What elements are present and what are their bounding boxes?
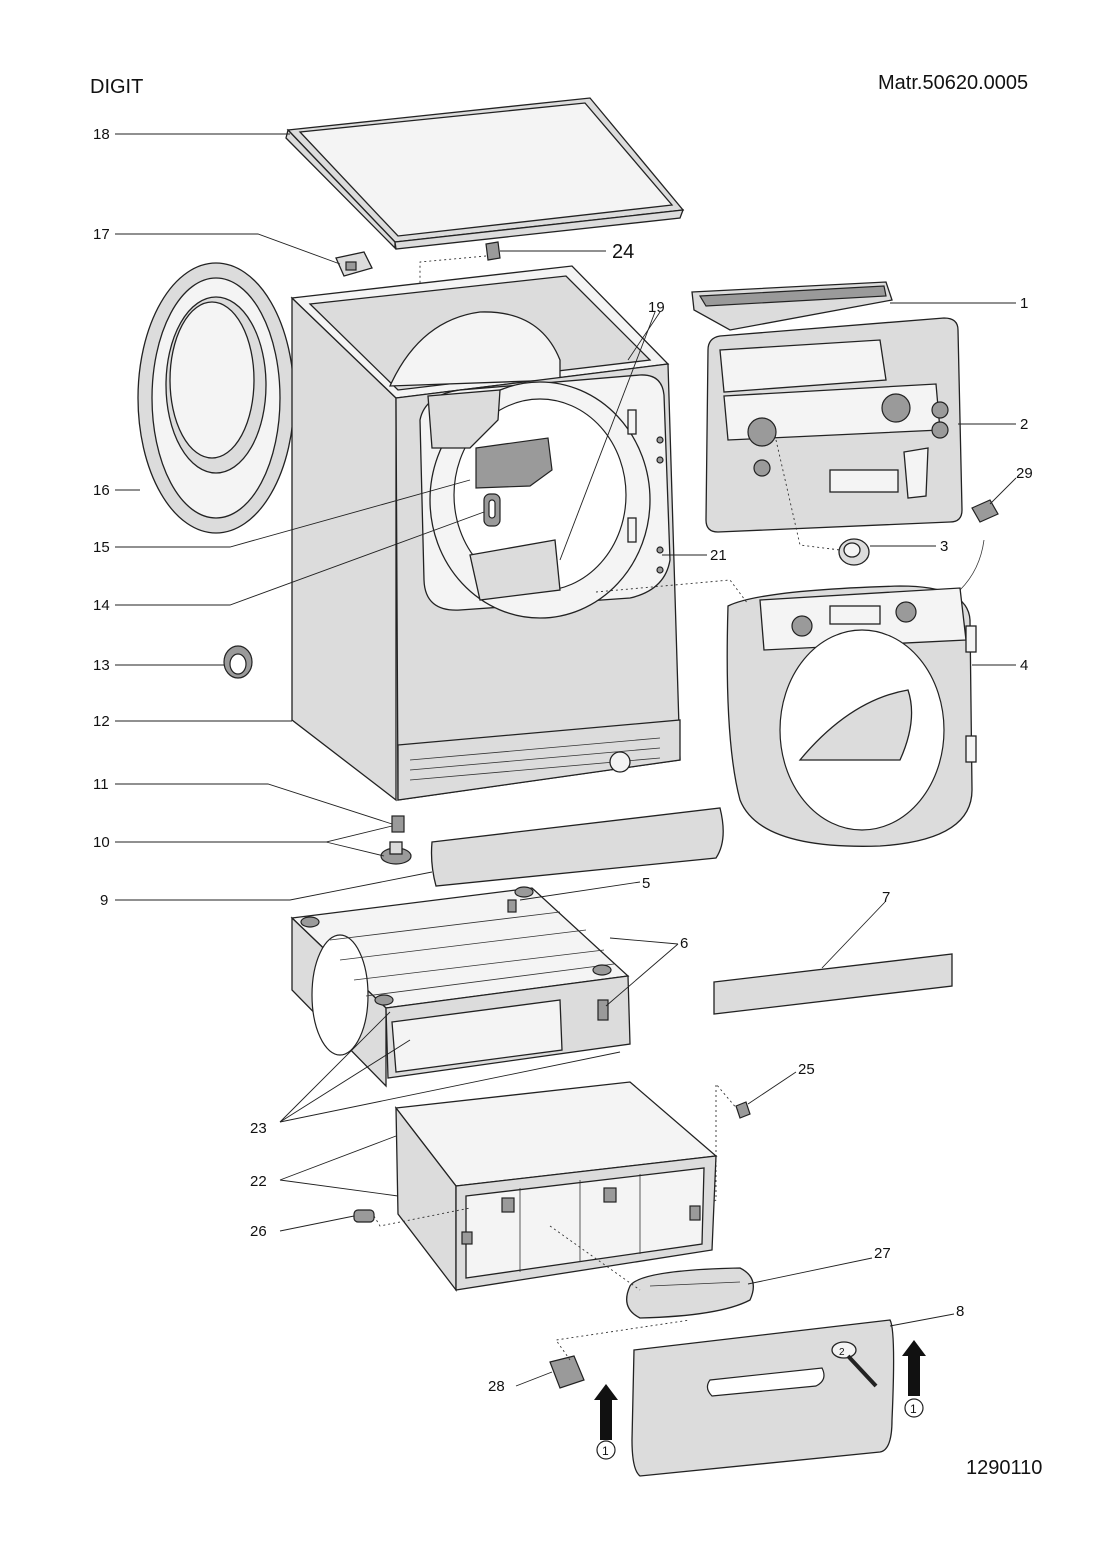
- label-19: 19: [648, 299, 665, 316]
- label-6: 6: [680, 935, 688, 952]
- arrow-mark-left: 1: [602, 1444, 609, 1458]
- label-22: 22: [250, 1173, 267, 1190]
- label-8: 8: [956, 1303, 964, 1320]
- part-1-panel-top: [691, 281, 893, 331]
- part-14-latch: [483, 493, 501, 527]
- label-7: 7: [882, 889, 890, 906]
- leader-7: [821, 901, 886, 969]
- label-27: 27: [874, 1245, 891, 1262]
- label-3: 3: [940, 538, 948, 555]
- leader-27: [747, 1257, 873, 1285]
- part-29-connector: [959, 499, 999, 591]
- leader-8: [889, 1313, 955, 1327]
- model-title: DIGIT: [90, 76, 144, 98]
- label-12: 12: [93, 713, 110, 730]
- part-25-clip: [735, 1101, 751, 1119]
- part-3-knob: [838, 538, 870, 566]
- part-27-handle: [626, 1267, 754, 1319]
- leader-10a: [115, 825, 393, 843]
- leader-28: [515, 1371, 553, 1387]
- label-24: 24: [612, 241, 634, 263]
- part-7-strip: [713, 953, 953, 1015]
- dash-27: [549, 1225, 641, 1291]
- part-24-clip: [485, 241, 501, 261]
- leader-10b: [325, 841, 385, 857]
- up-arrow-left: [594, 1384, 618, 1460]
- label-14: 14: [93, 597, 110, 614]
- leader-19b: [627, 311, 661, 361]
- leader-23c: [279, 1051, 621, 1123]
- label-13: 13: [93, 657, 110, 674]
- part-4-front-panel: [726, 585, 977, 847]
- drawing-number: 1290110: [966, 1457, 1043, 1479]
- label-1: 1: [1020, 295, 1028, 312]
- label-2: 2: [1020, 416, 1028, 433]
- leader-5: [519, 881, 641, 901]
- label-25: 25: [798, 1061, 815, 1078]
- up-arrow-right: [902, 1340, 926, 1418]
- matr-number: Matr.50620.0005: [878, 72, 1029, 94]
- part-26-screw: [353, 1209, 375, 1223]
- leader-23a: [279, 1011, 391, 1123]
- label-10: 10: [93, 834, 110, 851]
- leader-15: [115, 479, 471, 548]
- leader-23b: [279, 1039, 411, 1123]
- dash-3: [775, 439, 841, 551]
- leader-25: [747, 1071, 797, 1105]
- part-8-drawer-front: [631, 1319, 895, 1477]
- arrow-mark-knob: 2: [839, 1347, 845, 1358]
- part-12-cabinet: [290, 265, 681, 802]
- label-11: 11: [93, 776, 109, 793]
- leader-29: [989, 477, 1017, 505]
- part-9-kickplate: [430, 807, 724, 887]
- label-23: 23: [250, 1120, 267, 1137]
- part-2-electronics-group: [705, 317, 963, 533]
- leader-17: [115, 233, 341, 265]
- leader-22b: [279, 1179, 399, 1197]
- leader-9: [115, 871, 433, 901]
- label-17: 17: [93, 226, 110, 243]
- dash-26: [373, 1207, 471, 1227]
- leader-19a: [559, 311, 656, 561]
- label-29: 29: [1016, 465, 1033, 482]
- part-11-spring: [391, 815, 405, 833]
- label-4: 4: [1020, 657, 1028, 674]
- leader-14: [115, 511, 485, 606]
- part-18-top-cover: [285, 97, 685, 250]
- part-28-bracket: [549, 1355, 585, 1389]
- label-16: 16: [93, 482, 110, 499]
- part-13-cap: [223, 645, 253, 679]
- leader-6b: [605, 943, 679, 1007]
- label-9: 9: [100, 892, 108, 909]
- leader-6a: [609, 937, 679, 945]
- leader-26: [279, 1215, 355, 1232]
- label-28: 28: [488, 1378, 505, 1395]
- part-10-foot: [380, 841, 412, 865]
- label-5: 5: [642, 875, 650, 892]
- part-15-flap: [475, 437, 553, 489]
- part-22-drawer: [394, 1081, 718, 1292]
- label-21: 21: [710, 547, 727, 564]
- arrow-mark-right: 1: [910, 1402, 917, 1416]
- pedestal-frame: [290, 886, 631, 1088]
- part-16-door-gasket: [137, 262, 295, 534]
- leader-22a: [279, 1135, 397, 1181]
- part-17-clip: [335, 251, 373, 277]
- label-18: 18: [93, 126, 110, 143]
- label-15: 15: [93, 539, 110, 556]
- leader-11: [115, 783, 393, 825]
- label-26: 26: [250, 1223, 267, 1240]
